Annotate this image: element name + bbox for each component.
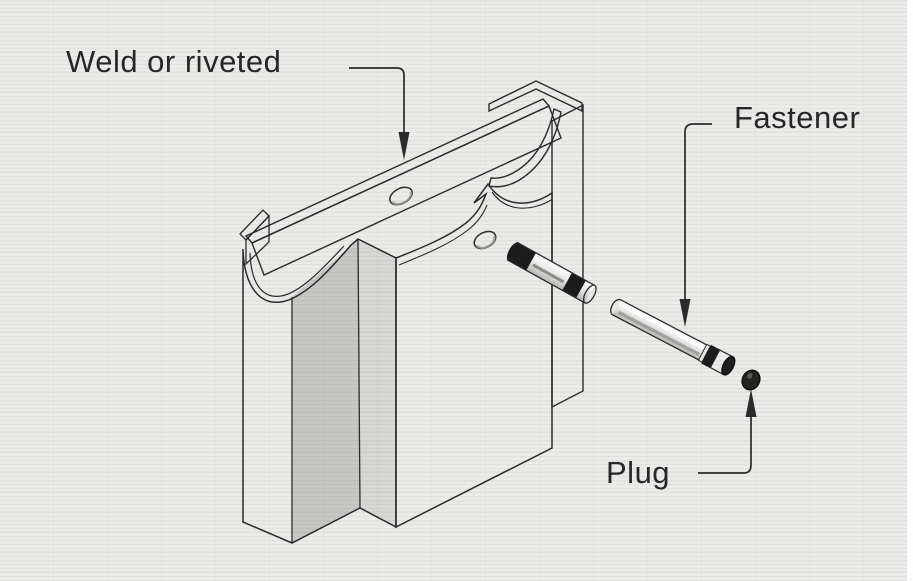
channel-recessed-face <box>292 240 360 543</box>
label-plug: Plug <box>606 455 670 490</box>
bracket-assembly <box>239 80 597 544</box>
leader-fastener <box>684 123 712 301</box>
plate-front-face <box>395 182 553 529</box>
plate-edge-thickness-line <box>398 204 488 266</box>
arrowhead-fastener-icon <box>679 299 691 327</box>
strap <box>244 98 562 276</box>
plate-edge-thickness-line-2 <box>491 191 552 209</box>
installed-pin <box>506 241 597 304</box>
plate-hole <box>473 230 497 250</box>
channel-column <box>242 238 397 544</box>
channel-faces <box>242 238 397 544</box>
arrowhead-weld-icon <box>398 132 410 160</box>
plate-side-face <box>551 103 584 409</box>
arrowhead-plug-icon <box>745 389 757 417</box>
plug-disc <box>741 369 761 391</box>
strap-front-face <box>251 105 562 276</box>
label-fastener: Fastener <box>734 100 860 135</box>
gutter-inner-curve <box>249 245 345 297</box>
notch-curved-finger <box>488 108 562 188</box>
leader-weld-or-riveted <box>349 67 405 134</box>
strap-hole <box>389 186 413 206</box>
callouts: Weld or riveted Fastener Plug <box>66 44 860 490</box>
front-plate <box>395 108 562 529</box>
fastener-pin <box>610 298 736 376</box>
plate-top-tab <box>488 80 583 113</box>
gutter-end-tab <box>239 209 270 266</box>
strap-top-face <box>244 98 551 244</box>
fold-lines <box>291 239 361 543</box>
leader-plug <box>698 415 752 474</box>
page-edge-strip <box>907 0 913 581</box>
label-weld-or-riveted: Weld or riveted <box>66 44 281 79</box>
channel-return-face <box>358 240 396 527</box>
